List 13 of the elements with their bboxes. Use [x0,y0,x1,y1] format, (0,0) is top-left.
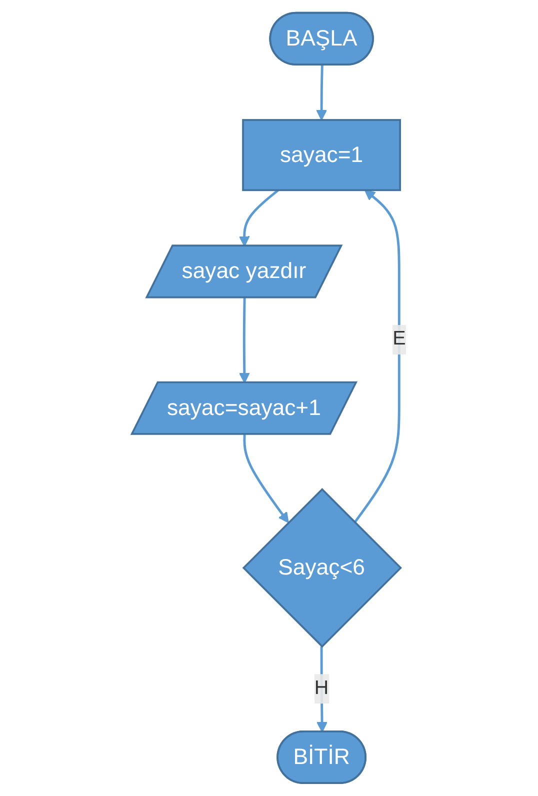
terminator-oval: BİTİR [276,730,367,784]
arrow [239,189,280,247]
io-parallelogram: sayac=sayac+1 [130,381,358,435]
edge-label: E [392,325,406,355]
decision-diamond: Sayaç<6 [242,488,402,648]
edge-label: H [314,674,329,704]
terminator-oval: BAŞLA [269,12,374,66]
io-parallelogram: sayac yazdır [145,244,343,298]
arrow [316,65,328,120]
process-box: sayac=1 [242,119,402,192]
arrow [243,434,290,524]
arrow [354,190,401,524]
arrow [239,298,250,384]
